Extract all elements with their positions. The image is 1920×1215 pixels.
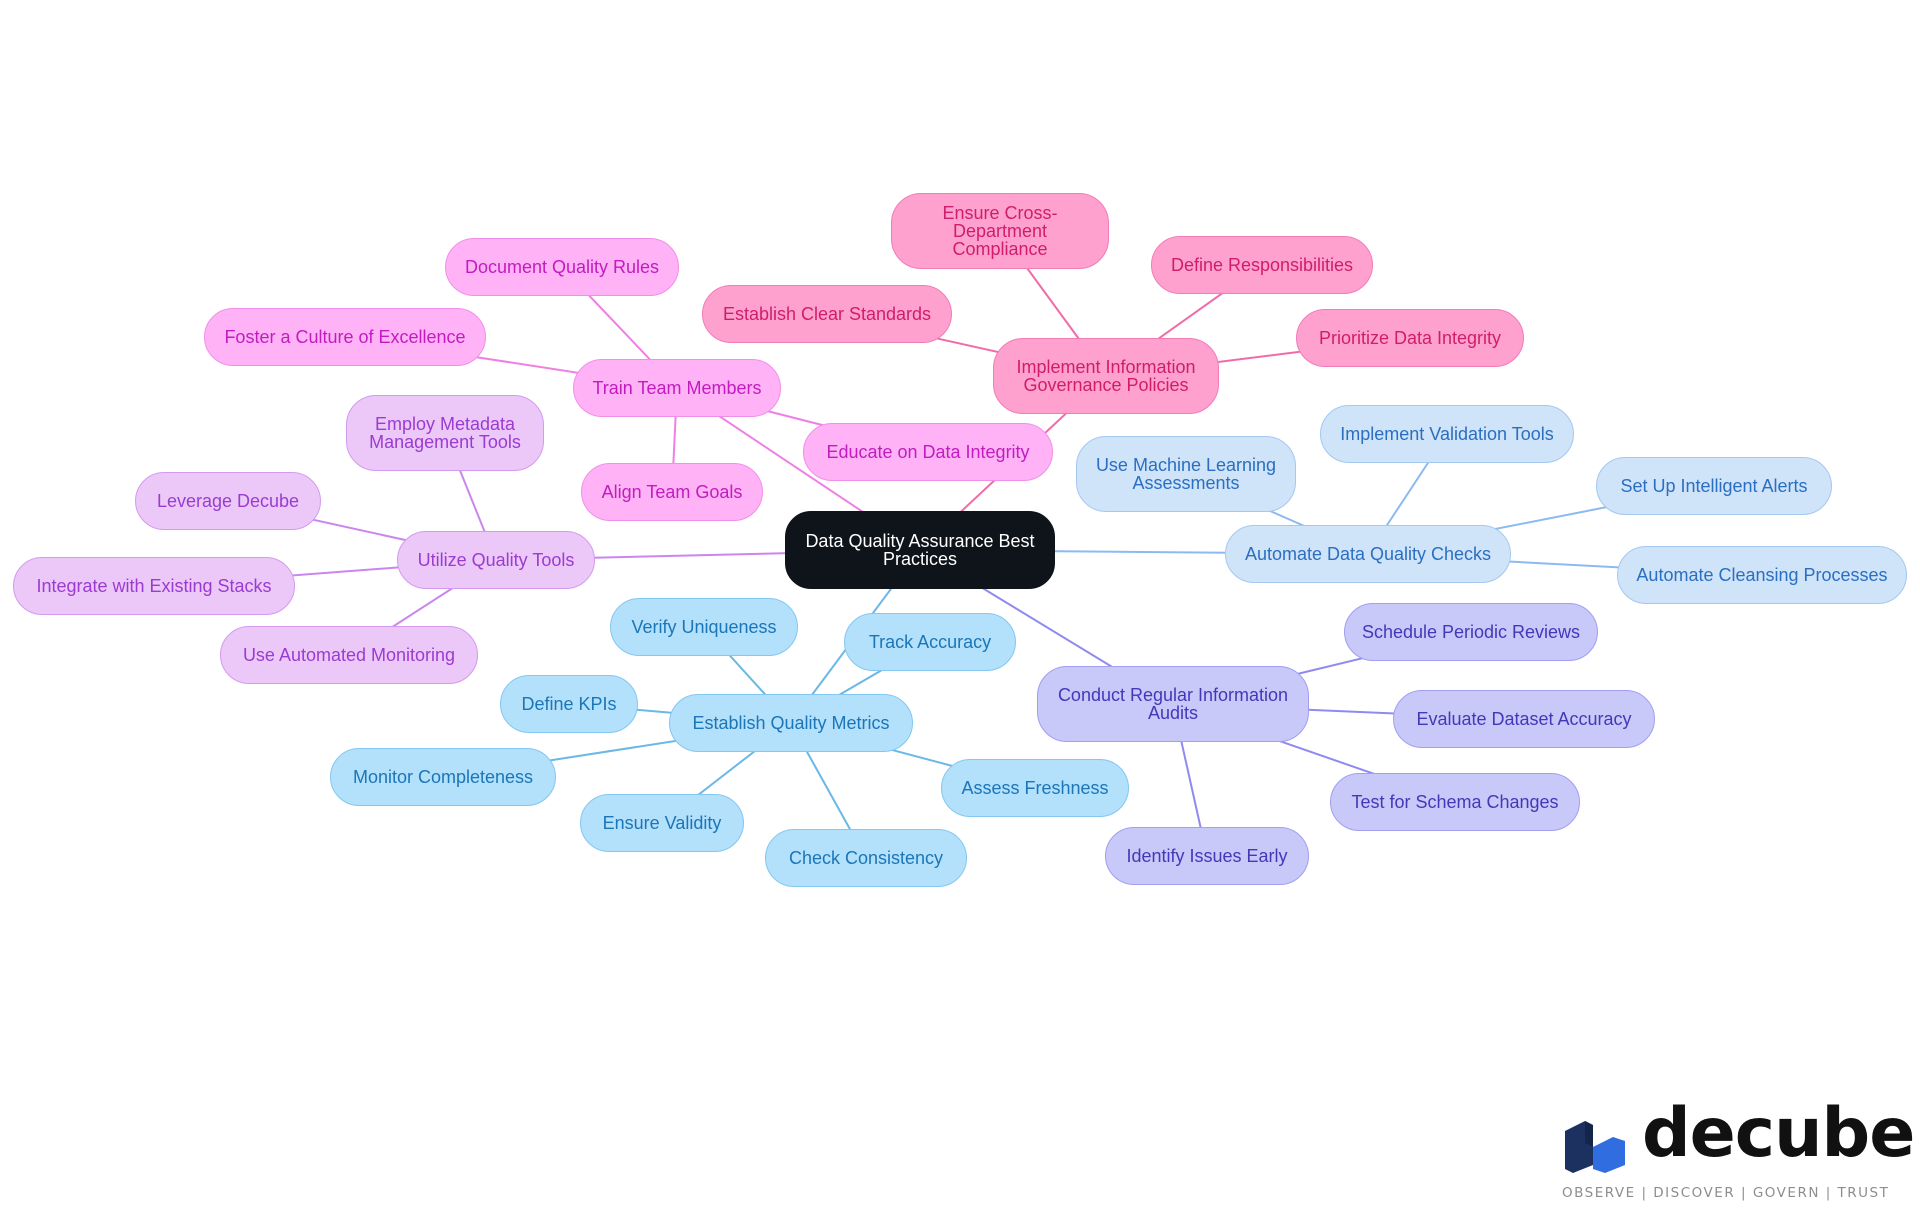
leaf-node-train2: Foster a Culture of Excellence [204, 308, 486, 366]
leaf-node-gov4: Prioritize Data Integrity [1296, 309, 1524, 367]
leaf-node-au1: Schedule Periodic Reviews [1344, 603, 1598, 661]
branch-node-train: Train Team Members [573, 359, 781, 417]
leaf-node-m3: Define KPIs [500, 675, 638, 733]
branch-node-auto: Automate Data Quality Checks [1225, 525, 1511, 583]
branch-node-gov: Implement Information Governance Policie… [993, 338, 1219, 414]
leaf-node-a3: Set Up Intelligent Alerts [1596, 457, 1832, 515]
leaf-node-tools3: Integrate with Existing Stacks [13, 557, 295, 615]
leaf-node-train3: Educate on Data Integrity [803, 423, 1053, 481]
leaf-node-m4: Monitor Completeness [330, 748, 556, 806]
leaf-node-a1: Use Machine Learning Assessments [1076, 436, 1296, 512]
leaf-node-m6: Check Consistency [765, 829, 967, 887]
leaf-node-tools2: Leverage Decube [135, 472, 321, 530]
decube-cube-icon [1565, 1121, 1625, 1173]
leaf-node-a2: Implement Validation Tools [1320, 405, 1574, 463]
leaf-node-gov3: Establish Clear Standards [702, 285, 952, 343]
leaf-node-au4: Identify Issues Early [1105, 827, 1309, 885]
branch-node-metrics: Establish Quality Metrics [669, 694, 913, 752]
logo-tagline: OBSERVE | DISCOVER | GOVERN | TRUST [1562, 1185, 1890, 1201]
logo-wordmark: decube [1642, 1094, 1915, 1173]
leaf-node-a4: Automate Cleansing Processes [1617, 546, 1907, 604]
leaf-node-train4: Align Team Goals [581, 463, 763, 521]
leaf-node-gov2: Define Responsibilities [1151, 236, 1373, 294]
root-node: Data Quality Assurance Best Practices [785, 511, 1055, 589]
leaf-node-m1: Verify Uniqueness [610, 598, 798, 656]
leaf-node-gov1: Ensure Cross-Department Compliance [891, 193, 1109, 269]
leaf-node-tools1: Employ Metadata Management Tools [346, 395, 544, 471]
branch-node-audit: Conduct Regular Information Audits [1037, 666, 1309, 742]
leaf-node-tools4: Use Automated Monitoring [220, 626, 478, 684]
leaf-node-m5: Ensure Validity [580, 794, 744, 852]
leaf-node-m2: Track Accuracy [844, 613, 1016, 671]
branch-node-tools: Utilize Quality Tools [397, 531, 595, 589]
leaf-node-au2: Evaluate Dataset Accuracy [1393, 690, 1655, 748]
leaf-node-m7: Assess Freshness [941, 759, 1129, 817]
leaf-node-au3: Test for Schema Changes [1330, 773, 1580, 831]
leaf-node-train1: Document Quality Rules [445, 238, 679, 296]
